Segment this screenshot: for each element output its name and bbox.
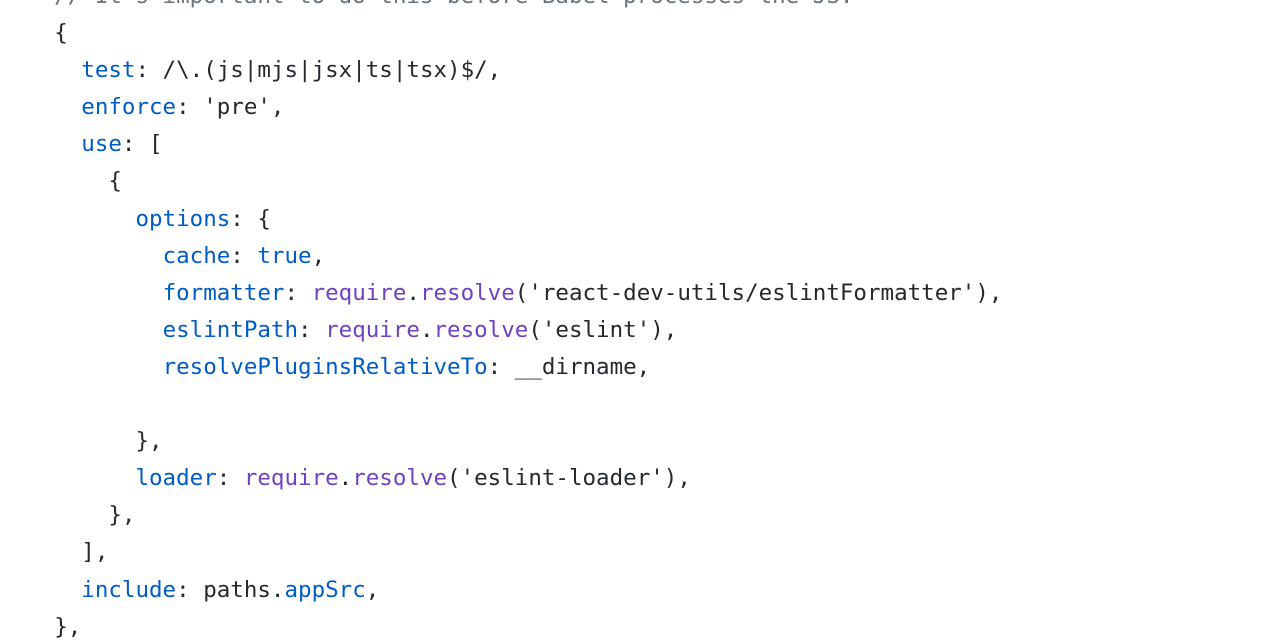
resolveplugins-value: : __dirname,	[487, 353, 651, 380]
property-key-cache: cache	[162, 242, 231, 269]
code-line-resolveplugins: resolvePluginsRelativeTo: __dirname,	[0, 349, 1002, 386]
code-line-formatter: formatter: require.resolve('react-dev-ut…	[162, 279, 1003, 306]
property-key-resolvepluginsrelativeto: resolvePluginsRelativeTo	[162, 353, 488, 380]
close-brace: },	[54, 613, 82, 640]
code-line-use-item-open: {	[0, 163, 1002, 200]
use-array-close: ],	[81, 539, 109, 566]
code-line-comment: // It's important to do this before Babe…	[0, 0, 1002, 15]
property-key-loader: loader	[135, 465, 217, 492]
code-line-use: use: [	[0, 126, 1002, 163]
property-key-enforce: enforce	[81, 94, 177, 121]
code-block: // It's important to do this before Babe…	[0, 0, 1003, 644]
eslintpath-args: ('eslint'),	[528, 316, 678, 343]
code-line-object-open: {	[0, 15, 1002, 52]
resolve-call: resolve	[352, 465, 448, 492]
property-key-test: test	[81, 57, 136, 84]
options-object-open: : {	[230, 205, 271, 232]
include-paths-ident: paths.	[203, 576, 285, 603]
code-line-options-close: },	[0, 423, 1002, 460]
loader-args: ('eslint-loader'),	[447, 465, 691, 492]
include-appsrc-prop: appSrc	[284, 576, 366, 603]
property-key-options: options	[135, 205, 231, 232]
code-line-test: test: /\.(js|mjs|jsx|ts|tsx)$/,	[0, 52, 1002, 89]
code-line-cache: cache: true,	[162, 242, 326, 269]
formatter-args: ('react-dev-utils/eslintFormatter'),	[514, 279, 1003, 306]
require-call: require	[243, 465, 339, 492]
test-regex-value: : /\.(js|mjs|jsx|ts|tsx)$/,	[135, 57, 502, 84]
code-line-object-close: },	[0, 609, 1002, 644]
use-item-close-brace: },	[108, 502, 136, 529]
code-line-blank	[0, 386, 1002, 423]
property-key-eslintpath: eslintPath	[162, 316, 299, 343]
code-line-enforce: enforce: 'pre',	[0, 89, 1002, 126]
use-array-open: : [	[121, 131, 163, 158]
resolve-call: resolve	[419, 279, 515, 306]
code-line-loader: loader: require.resolve('eslint-loader')…	[135, 465, 691, 492]
code-line-eslintpath: eslintPath: require.resolve('eslint'),	[162, 316, 678, 343]
resolve-call: resolve	[433, 316, 529, 343]
enforce-value: : 'pre',	[176, 94, 285, 121]
code-line-include: include: paths.appSrc,	[81, 576, 380, 603]
require-call: require	[325, 316, 420, 343]
open-brace: {	[54, 20, 68, 47]
code-line-options: options: {	[0, 201, 1002, 238]
require-call: require	[311, 279, 407, 306]
code-line-use-close: ],	[0, 534, 1002, 571]
options-close-brace: },	[135, 428, 163, 455]
cache-value: true	[257, 242, 312, 269]
property-key-formatter: formatter	[162, 279, 285, 306]
use-item-open-brace: {	[108, 168, 122, 195]
property-key-use: use	[81, 131, 122, 158]
property-key-include: include	[81, 576, 177, 603]
code-comment: // It's important to do this before Babe…	[54, 0, 853, 9]
code-line-use-item-close: },	[0, 497, 1002, 534]
